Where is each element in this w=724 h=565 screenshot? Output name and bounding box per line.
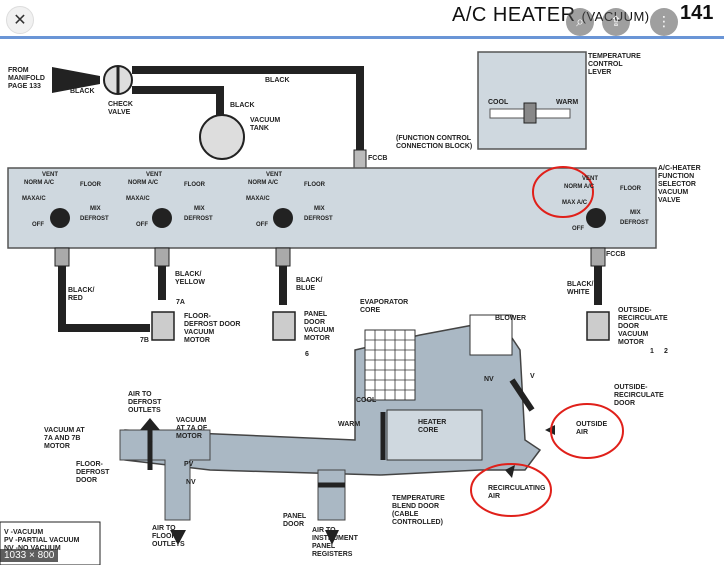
evaporator-core (364, 329, 416, 401)
vacuum-tank (199, 114, 245, 160)
panel-duct (317, 469, 346, 521)
temp-lever-knob (523, 102, 537, 124)
num-2-label: 2 (664, 348, 668, 355)
blower-label: BLOWER (495, 315, 526, 322)
black-top-label: BLACK (265, 77, 290, 84)
valve-4-off-label: OFF (572, 226, 584, 232)
num-7b-label: 7B (140, 337, 149, 344)
valve-4-maxac-label: MAX A/C (562, 200, 588, 206)
heater-core (386, 409, 483, 461)
cool-mid-label: COOL (356, 397, 377, 404)
valve-2-floor-label: FLOOR (184, 182, 206, 188)
valve-4-mix-label: MIX (630, 210, 641, 216)
nv-left-label: NV (186, 479, 196, 486)
valve-knobs (50, 208, 606, 228)
tank-line (132, 86, 224, 115)
nv-right-label: NV (484, 376, 494, 383)
black-yellow-label: BLACK/YELLOW (175, 271, 205, 286)
black-manifold-label: BLACK (70, 88, 95, 95)
v-left-label: V (148, 441, 153, 448)
warm-mid-label: WARM (338, 421, 360, 428)
black-white-label: BLACK/WHITE (567, 281, 593, 296)
num-6-label: 6 (305, 351, 309, 358)
valve-3-off-label: OFF (256, 222, 268, 228)
valve-2-mix-label: MIX (194, 206, 205, 212)
valve-4-vent-label: VENT (582, 176, 598, 182)
share-icon[interactable]: ⇪ (602, 8, 630, 36)
close-icon[interactable]: ✕ (6, 6, 34, 34)
valve-2-maxac-label: MAXA/C (126, 196, 150, 202)
resolution-badge: 1033 × 800 (0, 549, 59, 562)
valve-4-defrost-label: DEFROST (620, 220, 649, 226)
valve-1-floor-label: FLOOR (80, 182, 102, 188)
valve-1-mix-label: MIX (90, 206, 101, 212)
fccb-right-label: FCCB (606, 251, 625, 258)
valve-4-norm-label: NORM A/C (564, 184, 595, 190)
red-circle-outside-air (550, 403, 624, 459)
blower (469, 314, 513, 356)
num-7a-label: 7A (176, 299, 185, 306)
cool-label: COOL (488, 99, 509, 106)
valve-1-defrost-label: DEFROST (80, 216, 109, 222)
valve-2-off-label: OFF (136, 222, 148, 228)
floor-duct (119, 429, 211, 521)
black-blue-label: BLACK/BLUE (296, 277, 322, 292)
valve-4-floor-label: FLOOR (620, 186, 642, 192)
black-red-label: BLACK/RED (68, 287, 94, 302)
v-right-label: V (530, 373, 535, 380)
lens-icon[interactable]: ⌕ (566, 8, 594, 36)
fccb-top-label: FCCB (368, 155, 387, 162)
valve-2-vent-label: VENT (146, 172, 162, 178)
valve-1-maxac-label: MAXA/C (22, 196, 46, 202)
manifold-horn (52, 67, 100, 93)
valve-2-defrost-label: DEFROST (184, 216, 213, 222)
temp-lever-box (477, 51, 587, 150)
valve-3-vent-label: VENT (266, 172, 282, 178)
num-1-label: 1 (650, 348, 654, 355)
black-tank-label: BLACK (230, 102, 255, 109)
valve-3-defrost-label: DEFROST (304, 216, 333, 222)
valve-2-norm-label: NORM A/C (128, 180, 159, 186)
main-vacuum-line (132, 66, 364, 150)
red-circle-recirc-air (470, 463, 552, 517)
valve-3-floor-label: FLOOR (304, 182, 326, 188)
more-icon[interactable]: ⋮ (650, 8, 678, 36)
valve-3-maxac-label: MAXA/C (246, 196, 270, 202)
valve-1-off-label: OFF (32, 222, 44, 228)
valve-1-vent-label: VENT (42, 172, 58, 178)
warm-label: WARM (556, 99, 578, 106)
valve-1-norm-label: NORM A/C (24, 180, 55, 186)
valve-3-norm-label: NORM A/C (248, 180, 279, 186)
page-number: 141 (680, 2, 714, 24)
pv-label: PV (184, 461, 194, 468)
valve-3-mix-label: MIX (314, 206, 325, 212)
red-circle-valve (532, 166, 594, 218)
selector-panel (7, 167, 657, 249)
